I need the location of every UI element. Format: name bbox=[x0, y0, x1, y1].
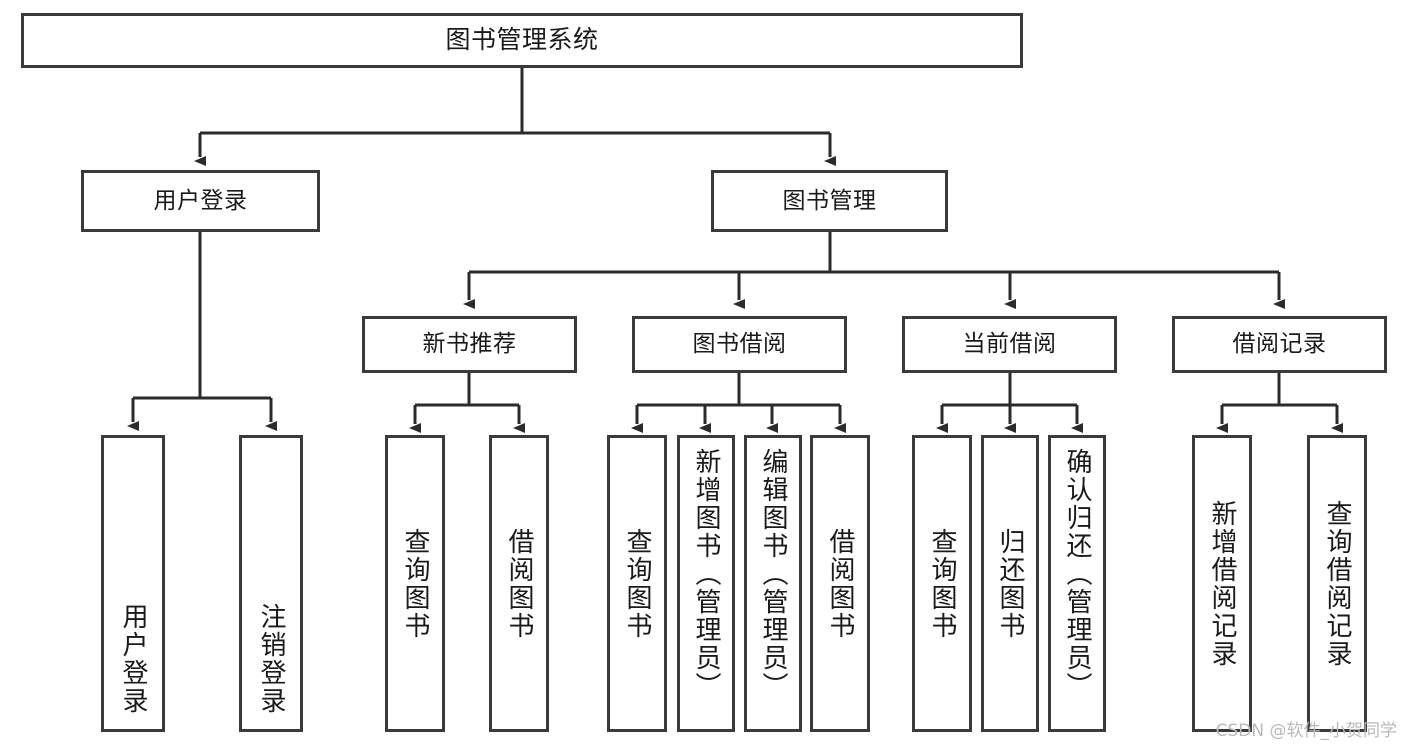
node-label: 查询图书 bbox=[927, 527, 957, 640]
node-label: 注销登录 bbox=[256, 603, 286, 715]
leaf-user-login[interactable]: 用户登录 bbox=[101, 435, 165, 732]
node-book-borrow[interactable]: 图书借阅 bbox=[632, 316, 847, 373]
leaf-borrow-book[interactable]: 借阅图书 bbox=[810, 435, 870, 732]
node-book-management[interactable]: 图书管理 bbox=[711, 170, 948, 232]
node-label: 借阅图书 bbox=[825, 527, 855, 640]
leaf-query-book-new[interactable]: 查询图书 bbox=[385, 435, 445, 732]
leaf-edit-book-admin[interactable]: 编辑图书（管理员） bbox=[744, 435, 802, 732]
node-label: 图书管理系统 bbox=[445, 25, 599, 55]
node-label: 借阅记录 bbox=[1232, 331, 1327, 358]
node-label: 确认归还（管理员） bbox=[1062, 448, 1092, 700]
node-label: 新增图书（管理员） bbox=[691, 448, 721, 700]
node-user-login[interactable]: 用户登录 bbox=[81, 170, 320, 232]
node-label: 图书借阅 bbox=[692, 331, 787, 358]
leaf-confirm-return-admin[interactable]: 确认归还（管理员） bbox=[1048, 435, 1106, 732]
node-label: 新增借阅记录 bbox=[1207, 499, 1237, 668]
leaf-query-borrow-record[interactable]: 查询借阅记录 bbox=[1307, 435, 1367, 732]
node-label: 用户登录 bbox=[118, 603, 148, 715]
leaf-borrow-book-new[interactable]: 借阅图书 bbox=[489, 435, 549, 732]
node-current-borrow[interactable]: 当前借阅 bbox=[902, 316, 1117, 373]
node-label: 查询图书 bbox=[400, 527, 430, 640]
node-label: 查询借阅记录 bbox=[1322, 499, 1352, 668]
leaf-query-book-current[interactable]: 查询图书 bbox=[912, 435, 972, 732]
node-root-system[interactable]: 图书管理系统 bbox=[21, 13, 1023, 68]
leaf-query-book-borrow[interactable]: 查询图书 bbox=[607, 435, 667, 732]
node-label: 新书推荐 bbox=[422, 331, 517, 358]
node-label: 查询图书 bbox=[622, 527, 652, 640]
leaf-add-borrow-record[interactable]: 新增借阅记录 bbox=[1192, 435, 1252, 732]
leaf-return-book[interactable]: 归还图书 bbox=[981, 435, 1039, 732]
node-borrow-record[interactable]: 借阅记录 bbox=[1172, 316, 1387, 373]
node-label: 归还图书 bbox=[995, 527, 1025, 640]
node-label: 用户登录 bbox=[153, 187, 248, 214]
node-new-book-recommend[interactable]: 新书推荐 bbox=[362, 316, 577, 373]
node-label: 当前借阅 bbox=[962, 331, 1057, 358]
csdn-watermark: CSDN @软件_小贺同学 bbox=[1215, 721, 1397, 741]
leaf-add-book-admin[interactable]: 新增图书（管理员） bbox=[677, 435, 735, 732]
node-label: 编辑图书（管理员） bbox=[758, 448, 788, 700]
node-label: 借阅图书 bbox=[504, 527, 534, 640]
node-label: 图书管理 bbox=[782, 187, 877, 214]
leaf-logout[interactable]: 注销登录 bbox=[239, 435, 303, 732]
